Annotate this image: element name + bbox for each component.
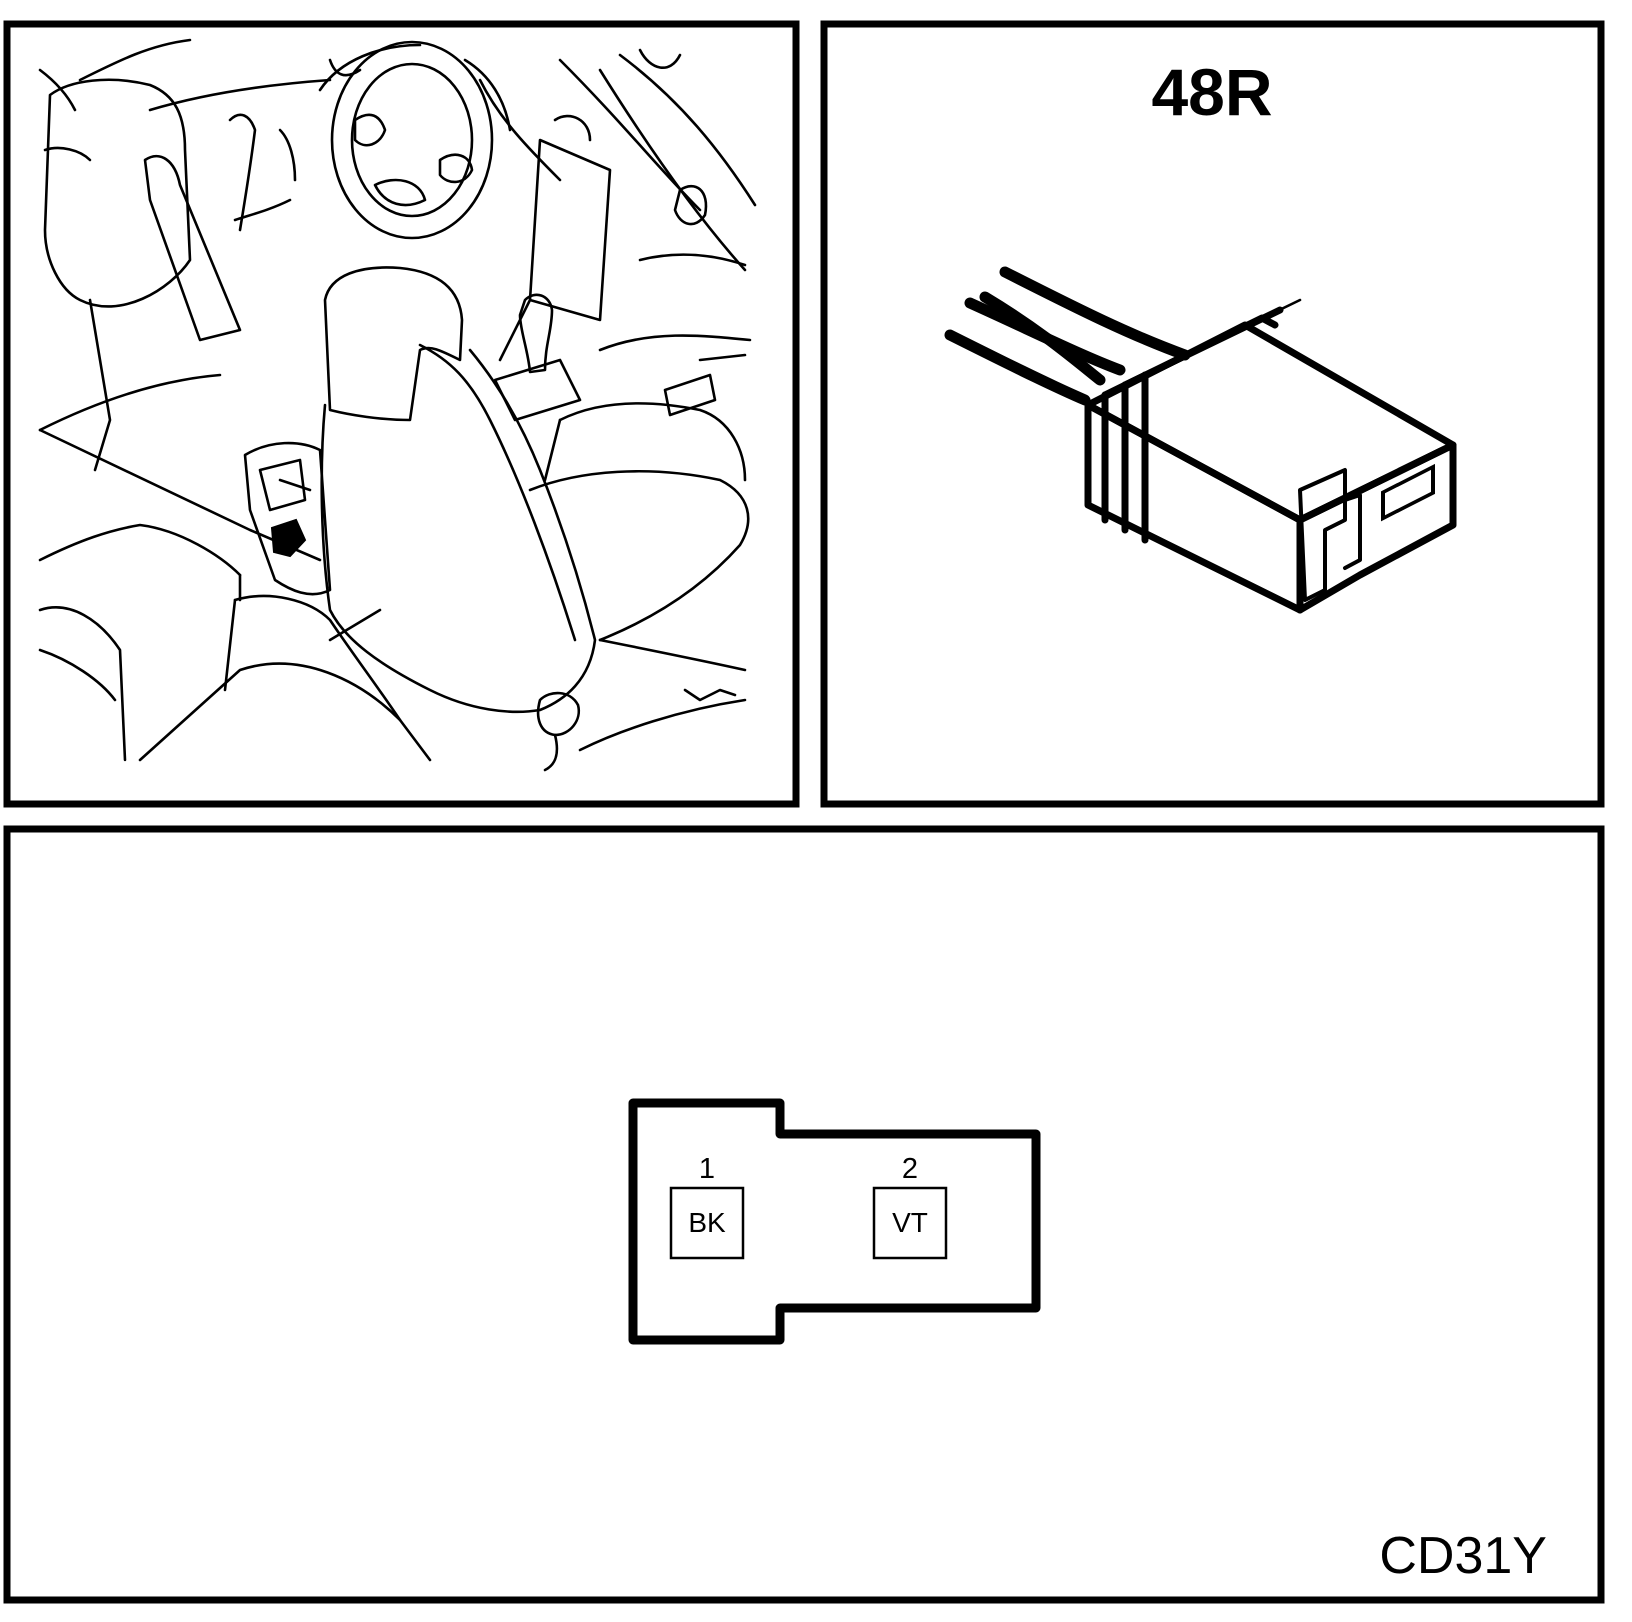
connector-location-marker (270, 518, 307, 558)
wire-1 (999, 266, 1191, 361)
connector-panel: 48R (820, 20, 1605, 808)
front-seat-cushion (528, 470, 750, 642)
terminal-2-number: 2 (902, 1153, 918, 1185)
front-seat-back (320, 348, 597, 714)
steering-wheel (330, 40, 494, 240)
rear-seat-back (43, 78, 192, 308)
connector-panel-frame (820, 20, 1605, 808)
connector-latch (1298, 468, 1347, 602)
terminal-1: 1 BK (669, 1153, 745, 1260)
shift-lever (518, 293, 554, 374)
connector-id-label: 48R (1151, 55, 1272, 129)
wire-4 (944, 329, 1091, 406)
connector-housing-front (1296, 441, 1457, 614)
terminal-1-wire-color: BK (688, 1207, 726, 1238)
diagram-code: CD31Y (1379, 1527, 1547, 1585)
terminal-2: 2 VT (872, 1153, 948, 1260)
terminal-1-box (669, 1186, 745, 1260)
face-panel: 1 BK 2 VT CD31Y (3, 825, 1605, 1604)
front-seat-headrest (323, 266, 464, 422)
terminal-cavity (1381, 463, 1435, 522)
terminal-2-box (872, 1186, 948, 1260)
connector-face-outline (628, 1098, 1041, 1345)
connector-drawing (944, 266, 1457, 614)
terminal-1-number: 1 (699, 1153, 715, 1185)
location-panel (3, 20, 800, 808)
vehicle-interior-illustration (38, 38, 757, 772)
terminal-2-wire-color: VT (892, 1207, 928, 1238)
seat-side-trim (243, 441, 332, 596)
wire-3 (979, 291, 1106, 386)
location-panel-frame (3, 20, 800, 808)
connector-face-diagram: 1 BK 2 VT (628, 1098, 1041, 1345)
